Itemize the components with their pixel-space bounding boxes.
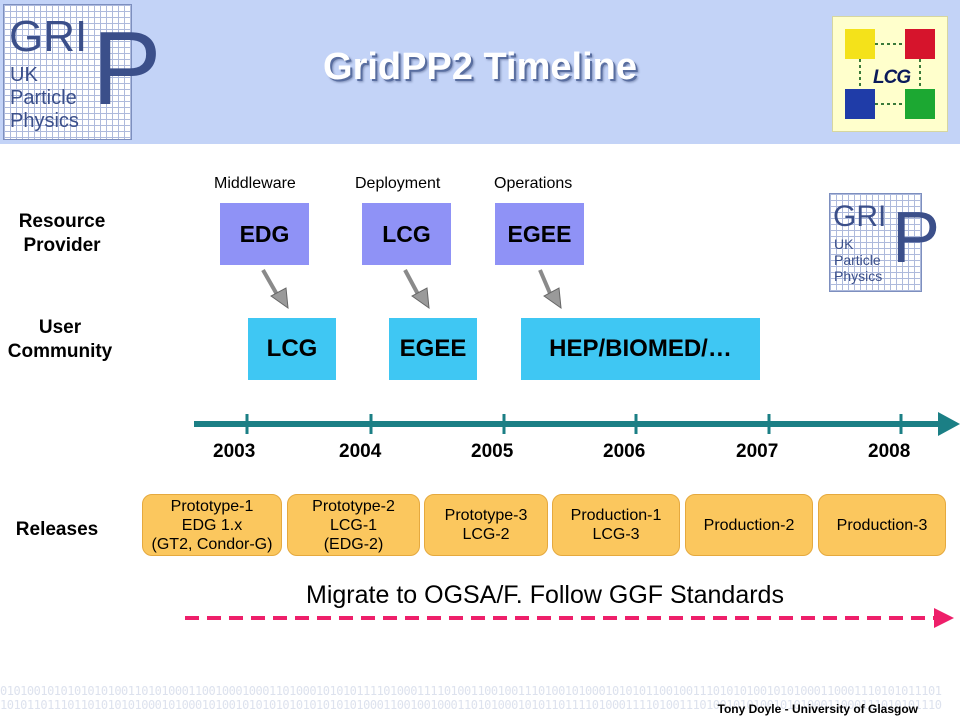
binary-watermark: 0101001010101010100110101000110010001000…: [0, 684, 960, 720]
binary-line-2: 1010110111011010101010001010001010010101…: [0, 698, 942, 712]
row-label-resource-line1: Resource: [18, 211, 106, 232]
row-label-user-community: User Community: [0, 316, 120, 364]
gridpp-logo: GRI P UK Particle Physics: [3, 4, 161, 140]
release-line: LCG-2: [462, 526, 510, 543]
release-line: (GT2, Condor-G): [151, 535, 273, 553]
year-2006: 2006: [603, 441, 646, 462]
small-logo-uk-text: UK: [834, 236, 854, 252]
release-prototype-1: Prototype-1 EDG 1.x (GT2, Condor-G): [142, 494, 282, 556]
year-2004: 2004: [339, 441, 382, 462]
year-2007: 2007: [736, 441, 779, 462]
lcg-logo: LCG: [832, 16, 948, 132]
release-prototype-3: Prototype-3 LCG-2: [424, 494, 548, 556]
release-line: Production-3: [836, 516, 928, 534]
small-logo-physics-text: Physics: [834, 268, 883, 284]
release-line: (EDG-2): [323, 535, 384, 553]
lcg-red-square: [905, 29, 935, 59]
binary-line-1: 0101001010101010100110101000110010001000…: [0, 684, 942, 698]
caption-middleware: Middleware: [214, 175, 296, 192]
release-line: Production-1: [570, 507, 662, 524]
migration-statement: Migrate to OGSA/F. Follow GGF Standards: [306, 581, 784, 609]
lcg-blue-square: [845, 89, 875, 119]
resource-box-lcg: LCG: [362, 203, 451, 265]
release-line: LCG-3: [592, 526, 640, 543]
author-credit: Tony Doyle - University of Glasgow: [717, 702, 918, 716]
resource-box-edg: EDG: [220, 203, 309, 265]
release-line: Prototype-3: [444, 507, 528, 524]
arrow-egee-to-hep: [538, 269, 562, 310]
logo-uk-text: UK: [10, 64, 38, 86]
year-2008: 2008: [868, 441, 911, 462]
row-label-resource-line2: Provider: [23, 235, 101, 256]
timeline-arrowhead: [938, 412, 960, 436]
lcg-logo-text: LCG: [873, 67, 911, 88]
small-logo-particle-text: Particle: [834, 252, 881, 268]
user-box-egee: EGEE: [389, 318, 477, 380]
release-line: EDG 1.x: [181, 516, 243, 534]
user-box-hep-biomed: HEP/BIOMED/…: [521, 318, 760, 380]
resource-box-egee: EGEE: [495, 203, 584, 265]
lcg-yellow-square: [845, 29, 875, 59]
caption-deployment: Deployment: [355, 175, 441, 192]
release-line: Production-2: [703, 516, 795, 534]
release-production-1: Production-1 LCG-3: [552, 494, 680, 556]
small-logo-p-text: P: [892, 198, 941, 278]
logo-grid-text: GRI: [9, 12, 88, 61]
logo-particle-text: Particle: [10, 87, 77, 109]
row-label-user-line1: User: [38, 317, 82, 338]
logo-physics-text: Physics: [10, 110, 79, 132]
logo-p-text: P: [92, 11, 162, 127]
release-line: Prototype-2: [312, 497, 395, 515]
arrow-edg-to-lcg: [261, 269, 289, 310]
release-line: Prototype-1: [170, 497, 254, 515]
release-prototype-2: Prototype-2 LCG-1 (EDG-2): [287, 494, 420, 556]
release-line: LCG-1: [329, 516, 378, 534]
migration-arrowhead: [934, 608, 954, 628]
row-label-resource-provider: Resource Provider: [0, 210, 124, 258]
year-2003: 2003: [213, 441, 256, 462]
lcg-connector-lines: [859, 43, 921, 105]
page-title: GridPP2 Timeline: [323, 46, 637, 88]
user-box-lcg: LCG: [248, 318, 336, 380]
row-label-releases: Releases: [15, 519, 99, 540]
small-logo-grid-text: GRI: [833, 200, 887, 233]
gridpp-logo-small: GRI P UK Particle Physics: [829, 193, 940, 292]
release-production-3: Production-3: [818, 494, 946, 556]
lcg-green-square: [905, 89, 935, 119]
caption-operations: Operations: [494, 175, 573, 192]
row-label-user-line2: Community: [7, 341, 113, 362]
release-production-2: Production-2: [685, 494, 813, 556]
header-banner: [0, 0, 960, 144]
arrow-lcg-to-egee: [403, 269, 430, 310]
year-2005: 2005: [471, 441, 514, 462]
